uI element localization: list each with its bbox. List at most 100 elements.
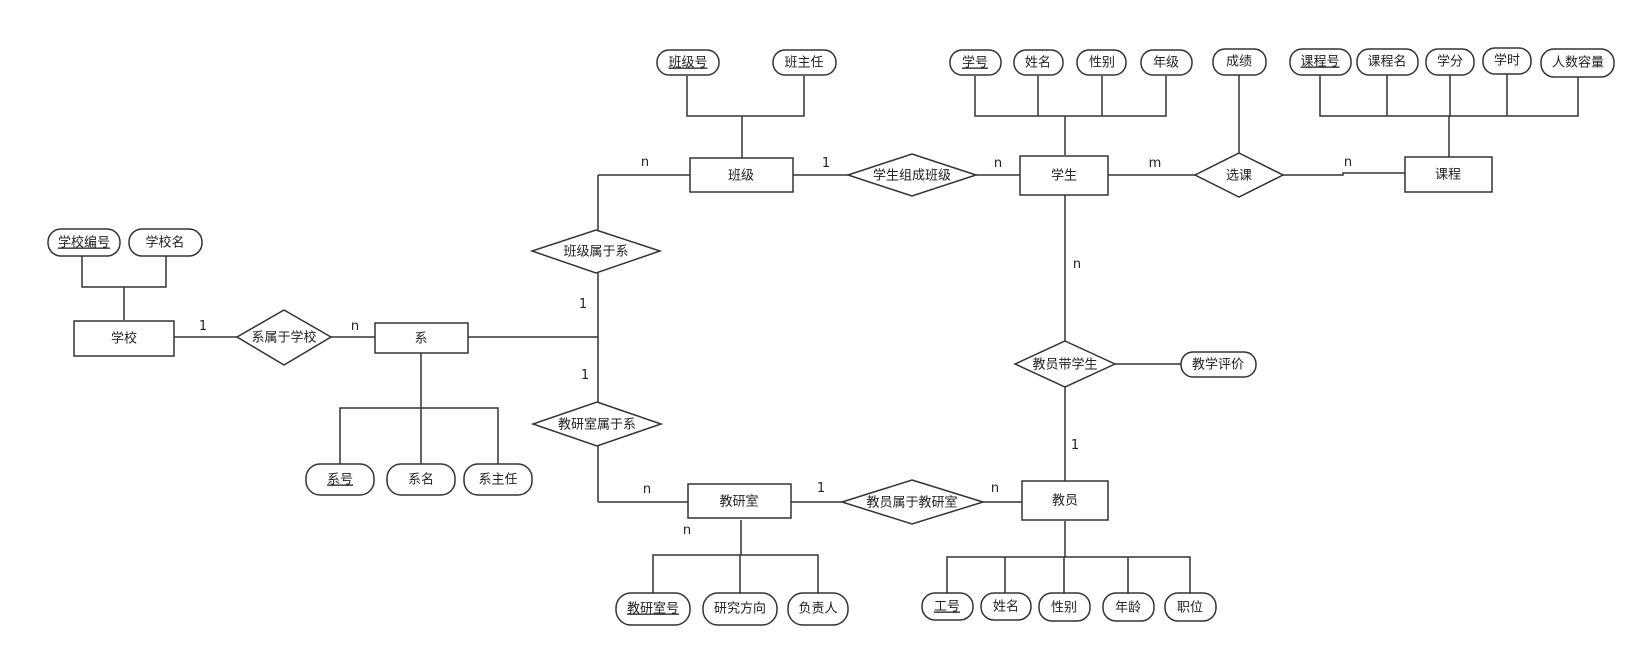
entity-department[interactable]: 系 [374, 322, 469, 354]
line-class-attrs [686, 76, 805, 159]
entity-course[interactable]: 课程 [1404, 156, 1493, 193]
attribute-office-direction[interactable]: 研究方向 [702, 592, 778, 626]
attribute-label: 系名 [408, 472, 434, 488]
cardinality-label: n [1073, 257, 1081, 272]
relationship-teacher-guides-student[interactable]: 教员带学生 [1013, 340, 1117, 388]
relationship-select-course[interactable]: 选课 [1193, 152, 1285, 198]
relationship-teacher-belongs-office[interactable]: 教员属于教研室 [839, 479, 986, 525]
attribute-label: 成绩 [1226, 55, 1252, 70]
relationship-label: 选课 [1226, 169, 1252, 184]
entity-teacher[interactable]: 教员 [1021, 480, 1109, 521]
attribute-label: 研究方向 [714, 601, 766, 617]
attribute-course-id[interactable]: 课程号 [1289, 48, 1352, 76]
attribute-label: 性别 [1051, 601, 1077, 616]
attribute-label: 学时 [1494, 53, 1520, 69]
attribute-student-name[interactable]: 姓名 [1013, 49, 1064, 76]
relationship-label: 教研室属于系 [558, 417, 636, 433]
relationship-label: 系属于学校 [251, 330, 316, 346]
line-dept-attrs [339, 353, 499, 464]
entity-class[interactable]: 班级 [689, 157, 794, 193]
attribute-label: 课程号 [1300, 55, 1339, 70]
attribute-school-name[interactable]: 学校名 [128, 228, 203, 257]
relationship-dept-belongs-school[interactable]: 系属于学校 [235, 309, 333, 366]
relationship-students-form-class[interactable]: 学生组成班级 [845, 153, 979, 197]
line-school-attrs [81, 247, 167, 320]
cardinality-label: n [641, 155, 649, 170]
attribute-office-id[interactable]: 教研室号 [615, 592, 691, 626]
entity-label: 学生 [1051, 168, 1077, 184]
attribute-class-id[interactable]: 班级号 [656, 49, 720, 76]
attribute-dept-id[interactable]: 系号 [305, 463, 375, 496]
cardinality-labels: 1 n 1 n 1 n m n 1 n 1 n n 1 n [199, 155, 1352, 538]
cardinality-label: n [994, 156, 1002, 171]
attribute-label: 职位 [1177, 601, 1203, 616]
attribute-student-id[interactable]: 学号 [949, 49, 1002, 76]
cardinality-label: m [1149, 156, 1162, 171]
attribute-student-grade[interactable]: 年级 [1140, 49, 1193, 76]
cardinality-label: n [643, 482, 651, 497]
attribute-teacher-age[interactable]: 年龄 [1102, 592, 1155, 622]
attribute-label: 系主任 [478, 473, 517, 488]
entity-label: 教研室 [719, 494, 758, 510]
cardinality-label: n [1344, 155, 1352, 170]
cardinality-label: n [683, 523, 691, 538]
cardinality-label: 1 [199, 319, 207, 334]
attribute-school-id[interactable]: 学校编号 [47, 228, 121, 257]
attribute-label: 性别 [1089, 56, 1115, 71]
attribute-teacher-name[interactable]: 姓名 [980, 592, 1032, 621]
attribute-score[interactable]: 成绩 [1212, 48, 1267, 76]
attribute-label: 年龄 [1115, 601, 1141, 616]
relationship-office-belongs-dept[interactable]: 教研室属于系 [530, 401, 664, 447]
attribute-label: 姓名 [1025, 55, 1051, 71]
attribute-label: 年级 [1153, 56, 1179, 71]
cardinality-label: 1 [1071, 438, 1079, 453]
entity-student[interactable]: 学生 [1019, 155, 1109, 196]
attribute-course-hours[interactable]: 学时 [1482, 47, 1532, 75]
attribute-label: 学号 [962, 55, 988, 71]
cardinality-label: 1 [817, 481, 825, 496]
entity-label: 学校 [111, 331, 137, 347]
entity-label: 系 [414, 332, 427, 347]
attribute-course-name[interactable]: 课程名 [1356, 48, 1419, 76]
attribute-teacher-id[interactable]: 工号 [921, 592, 974, 621]
attribute-course-capacity[interactable]: 人数容量 [1540, 48, 1615, 78]
attribute-label: 班级号 [668, 56, 707, 71]
entity-school[interactable]: 学校 [73, 320, 175, 357]
relationship-class-belongs-dept[interactable]: 班级属于系 [529, 229, 663, 274]
cardinality-label: 1 [579, 297, 587, 312]
attribute-label: 工号 [934, 600, 960, 615]
relationship-label: 教员带学生 [1032, 357, 1097, 373]
attribute-teaching-evaluation[interactable]: 教学评价 [1180, 351, 1257, 378]
entity-office[interactable]: 教研室 [687, 483, 792, 519]
line-student-attrs [974, 76, 1167, 155]
entity-label: 班级 [728, 169, 754, 184]
attribute-course-credit[interactable]: 学分 [1425, 48, 1475, 76]
relationship-label: 班级属于系 [563, 245, 628, 260]
attribute-label: 学校编号 [58, 235, 110, 251]
cardinality-label: 1 [581, 368, 589, 383]
line-select-course [1283, 172, 1405, 176]
attribute-dept-name[interactable]: 系名 [386, 463, 456, 496]
attribute-label: 系号 [327, 473, 353, 488]
relationship-label: 学生组成班级 [873, 168, 951, 184]
attribute-label: 姓名 [993, 599, 1019, 615]
attribute-office-head[interactable]: 负责人 [787, 592, 849, 626]
attribute-label: 课程名 [1367, 54, 1406, 70]
attribute-dept-head[interactable]: 系主任 [463, 463, 533, 496]
line-teacher-attrs [946, 521, 1191, 593]
entity-label: 教员 [1052, 493, 1078, 509]
attribute-teacher-gender[interactable]: 性别 [1038, 592, 1091, 622]
attribute-label: 教学评价 [1192, 357, 1244, 373]
line-office-attrs [652, 520, 819, 593]
attribute-label: 学校名 [145, 235, 184, 251]
attribute-label: 人数容量 [1552, 55, 1604, 71]
cardinality-label: n [351, 319, 359, 334]
cardinality-label: 1 [822, 156, 830, 171]
cardinality-label: n [991, 481, 999, 496]
attribute-class-teacher[interactable]: 班主任 [772, 49, 837, 76]
attribute-label: 班主任 [784, 56, 823, 71]
attribute-label: 学分 [1437, 54, 1463, 70]
attribute-student-gender[interactable]: 性别 [1076, 49, 1127, 76]
attribute-teacher-position[interactable]: 职位 [1164, 592, 1217, 622]
